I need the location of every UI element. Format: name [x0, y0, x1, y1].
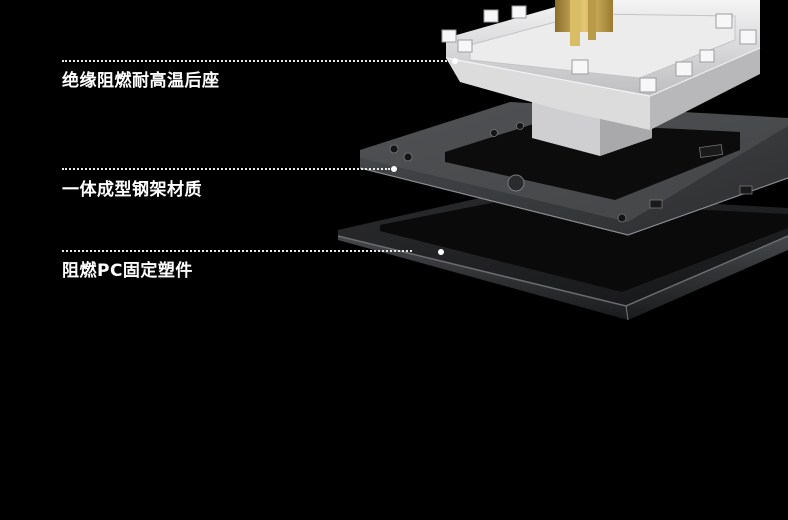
steel-frame — [359, 102, 788, 236]
insulating-rear-seat — [441, 0, 761, 156]
callout-leader-line-pc-frame — [62, 250, 412, 252]
callout-label-pc-frame: 阻燃PC固定塑件 — [62, 261, 193, 281]
callout-leader-line-seat — [62, 60, 450, 62]
callout-anchor-dot-seat — [452, 58, 458, 64]
pc-fixing-frame — [337, 192, 788, 321]
callout-anchor-dot-pc-frame — [438, 249, 444, 255]
callout-anchor-dot-steel-frame — [391, 166, 397, 172]
callout-label-steel-frame: 一体成型钢架材质 — [62, 180, 202, 200]
callout-leader-line-steel-frame — [62, 168, 390, 170]
callout-label-seat: 绝缘阻燃耐高温后座 — [62, 71, 220, 91]
